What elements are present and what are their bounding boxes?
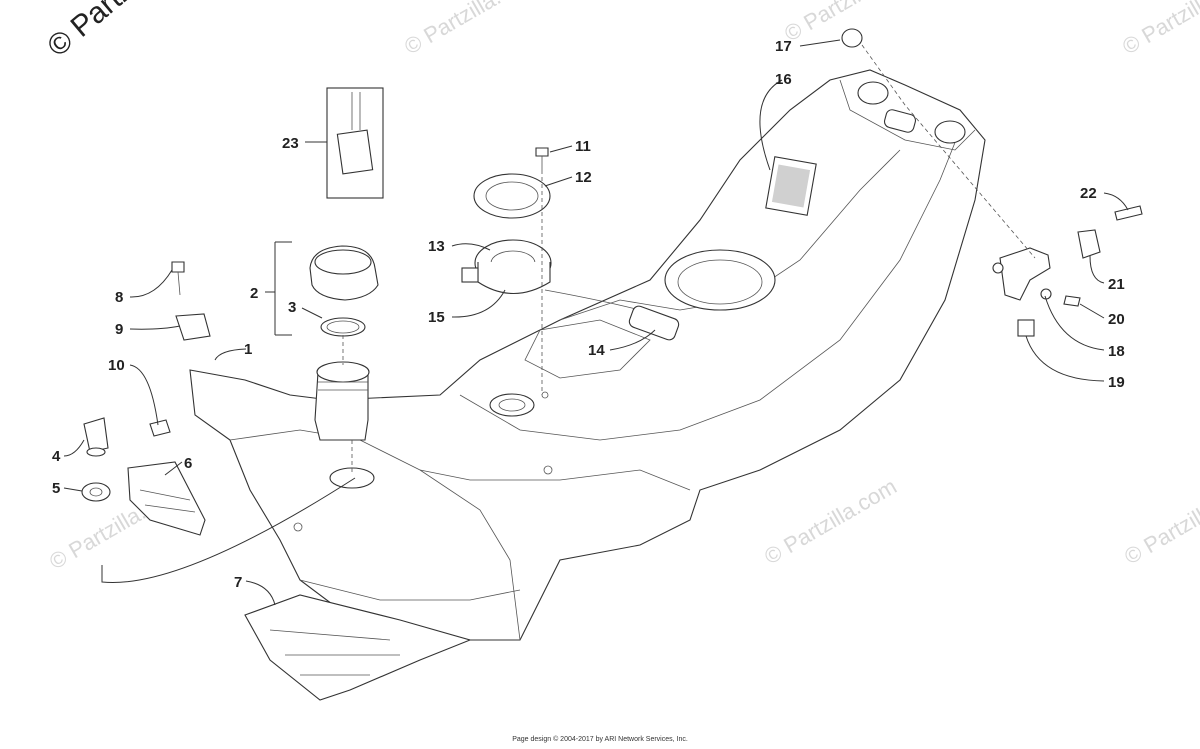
callout-15: 15 bbox=[428, 309, 445, 326]
callout-7: 7 bbox=[234, 574, 242, 591]
cap bbox=[841, 28, 863, 48]
callout-1: 1 bbox=[244, 341, 252, 358]
callout-14: 14 bbox=[588, 342, 605, 359]
pump-gasket bbox=[473, 173, 551, 219]
callout-6: 6 bbox=[184, 455, 192, 472]
fuel-tank bbox=[189, 69, 986, 641]
callout-17: 17 bbox=[775, 38, 792, 55]
fuel-cap bbox=[309, 245, 379, 301]
callout-21: 21 bbox=[1108, 276, 1125, 293]
sleeve bbox=[175, 313, 211, 341]
callout-16: 16 bbox=[775, 71, 792, 88]
callout-5: 5 bbox=[52, 480, 60, 497]
grommet bbox=[81, 482, 111, 502]
screw bbox=[535, 147, 549, 157]
lower-shield bbox=[244, 594, 472, 701]
callout-19: 19 bbox=[1108, 374, 1125, 391]
screw bbox=[1063, 295, 1081, 307]
callout-18: 18 bbox=[1108, 343, 1125, 360]
bolt bbox=[1114, 205, 1143, 221]
grommet bbox=[1017, 319, 1035, 337]
callout-8: 8 bbox=[115, 289, 123, 306]
callout-20: 20 bbox=[1108, 311, 1125, 328]
callout-3: 3 bbox=[288, 299, 296, 316]
vent-fitting bbox=[83, 417, 109, 453]
corner-watermark: © Partzi bbox=[41, 0, 144, 63]
callouts: 1 2 3 4 5 6 7 8 9 10 11 12 13 14 15 16 1… bbox=[52, 38, 1125, 591]
clip bbox=[1077, 229, 1101, 259]
callout-9: 9 bbox=[115, 321, 123, 338]
watermark: © Partzilla.com bbox=[400, 0, 541, 59]
callout-2: 2 bbox=[250, 285, 258, 302]
watermark: © Partzilla.com bbox=[760, 474, 901, 570]
mounting-bracket bbox=[999, 247, 1051, 301]
page-footer: Page design © 2004-2017 by ARI Network S… bbox=[512, 736, 688, 743]
callout-22: 22 bbox=[1080, 185, 1097, 202]
callout-4: 4 bbox=[52, 448, 61, 465]
screw bbox=[171, 261, 185, 273]
callout-12: 12 bbox=[575, 169, 592, 186]
leader-lines bbox=[63, 39, 1129, 606]
watermark: © Partzilla.com bbox=[1120, 474, 1200, 570]
filler-neck bbox=[314, 361, 370, 441]
callout-10: 10 bbox=[108, 357, 125, 374]
callout-13: 13 bbox=[428, 238, 445, 255]
fuel-sensor bbox=[628, 305, 680, 341]
callout-23: 23 bbox=[282, 135, 299, 152]
heat-shield bbox=[127, 461, 206, 536]
fuel-pump-opening bbox=[664, 249, 776, 311]
clamp bbox=[149, 419, 171, 437]
fuel-pump bbox=[461, 239, 641, 311]
callout-11: 11 bbox=[575, 138, 591, 155]
wiring-switch bbox=[326, 87, 384, 199]
watermark: © Partzilla.com bbox=[1118, 0, 1200, 59]
